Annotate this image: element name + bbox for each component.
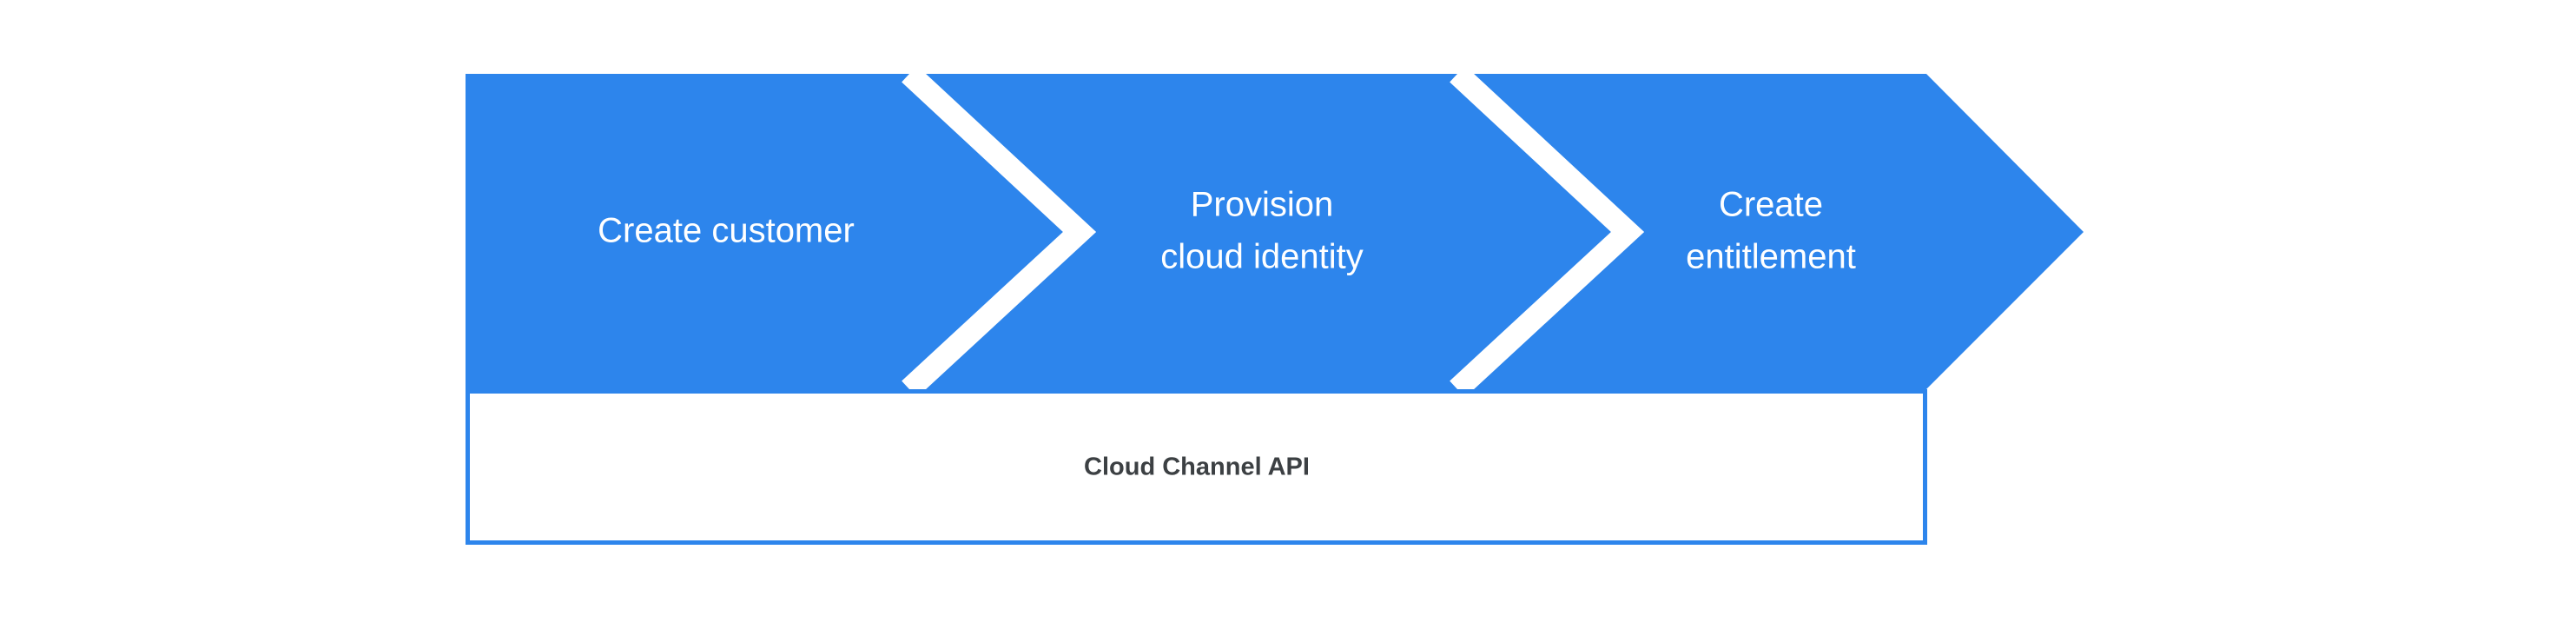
chevron-band-shape (466, 74, 2084, 389)
flow-step-2-label-line1: Provision (1191, 186, 1334, 224)
flow-step-1[interactable]: Create customer (598, 212, 855, 250)
cloud-channel-api-label: Cloud Channel API (1084, 454, 1310, 481)
flow-step-2-label-line2: cloud identity (1160, 238, 1363, 276)
chevron-band (466, 65, 2084, 398)
flow-step-3[interactable]: Create entitlement (1686, 186, 1856, 276)
flow-step-3-label-line2: entitlement (1686, 238, 1856, 276)
chevron-separator-2 (1450, 65, 1645, 398)
flow-step-1-label-line1: Create customer (598, 212, 855, 250)
cloud-channel-api-box-outline (466, 389, 1927, 545)
chevron-separator-1 (902, 65, 1097, 398)
flow-step-2[interactable]: Provision cloud identity (1160, 186, 1363, 276)
flow-step-3-label-line1: Create (1719, 186, 1823, 224)
cloud-channel-api-box[interactable]: Cloud Channel API (466, 389, 1927, 545)
